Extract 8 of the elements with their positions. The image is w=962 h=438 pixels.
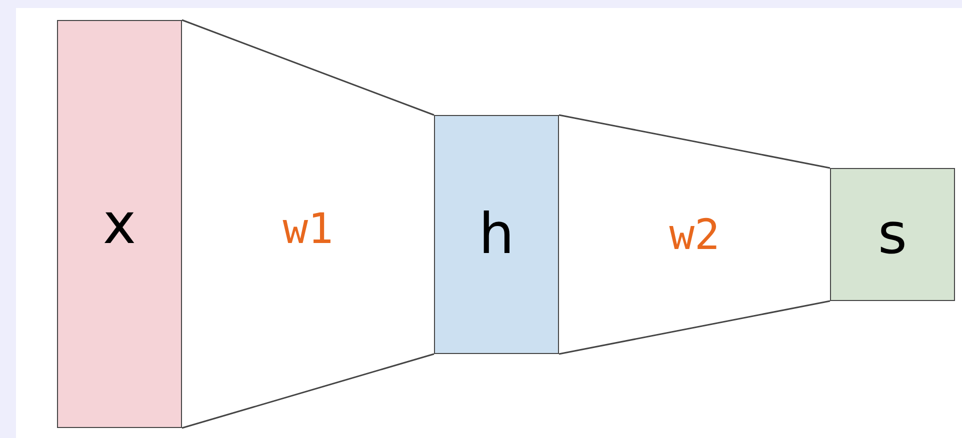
layer-box [434,115,559,354]
layer-label: s [878,202,908,267]
connector-lines [181,19,435,429]
layer-label: h [478,202,514,267]
layer-label: x [102,192,136,256]
layer-box [57,20,182,428]
connector-lines [558,114,831,355]
layer-box [830,168,955,301]
